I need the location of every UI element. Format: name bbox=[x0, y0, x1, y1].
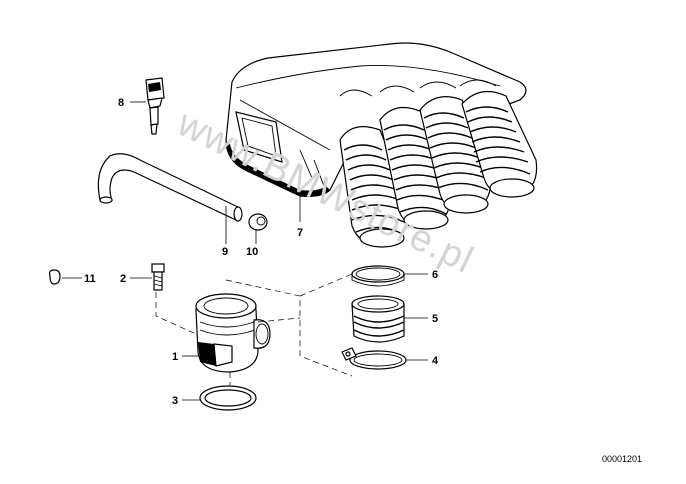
screw-part bbox=[151, 263, 165, 291]
callout-5: 5 bbox=[432, 313, 438, 325]
document-number: 00001201 bbox=[602, 454, 642, 464]
cap-part bbox=[48, 269, 61, 285]
callout-7: 7 bbox=[297, 227, 303, 239]
hose-part bbox=[97, 153, 243, 222]
rubber-boot-part bbox=[351, 295, 405, 343]
callout-10: 10 bbox=[246, 246, 258, 258]
callout-3: 3 bbox=[172, 395, 178, 407]
callout-4: 4 bbox=[432, 355, 439, 367]
air-mass-meter-part bbox=[195, 293, 271, 373]
leader-lines bbox=[62, 101, 428, 401]
hose-clamp-upper-part bbox=[351, 265, 405, 287]
hose-clamp-lower-part bbox=[341, 347, 407, 370]
callout-9: 9 bbox=[222, 246, 228, 258]
intake-manifold-part bbox=[225, 42, 538, 248]
callout-labels: 8 9 10 7 11 2 1 3 6 5 4 bbox=[84, 97, 439, 407]
grommet-part bbox=[248, 213, 268, 231]
callout-8: 8 bbox=[118, 97, 124, 109]
callout-6: 6 bbox=[432, 269, 438, 281]
callout-1: 1 bbox=[172, 351, 178, 363]
sealing-ring-part bbox=[199, 385, 257, 411]
callout-2: 2 bbox=[120, 273, 126, 285]
callout-11: 11 bbox=[84, 273, 96, 285]
assembly-lines bbox=[155, 273, 353, 386]
temperature-sensor-part bbox=[145, 77, 165, 135]
